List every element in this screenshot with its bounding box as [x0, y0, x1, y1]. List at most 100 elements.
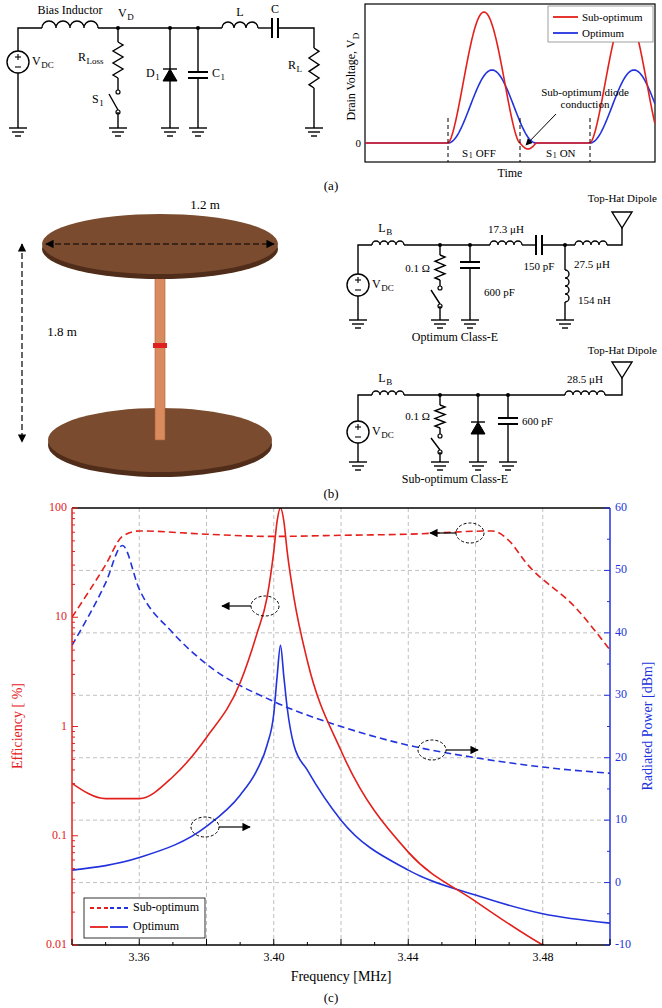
axis-tick	[604, 945, 610, 946]
curve-marker	[456, 523, 484, 543]
axis-tick	[72, 524, 75, 525]
wire	[469, 245, 470, 262]
ground-symbol	[355, 327, 361, 328]
drawing	[7, 4, 655, 978]
axis-tick	[72, 540, 75, 541]
inductor-symbol	[490, 241, 522, 245]
wire	[18, 28, 42, 51]
axis-tick	[72, 641, 75, 642]
wire	[564, 302, 565, 320]
wire	[117, 28, 118, 42]
axis-tick	[72, 617, 78, 618]
switch-boundary	[590, 118, 591, 162]
subscript: DC	[381, 284, 394, 294]
ground-symbol	[437, 469, 443, 470]
axis-pointer	[446, 749, 478, 750]
axis-tick	[607, 788, 610, 789]
wire	[564, 245, 565, 270]
axis-tick	[72, 743, 75, 744]
text-label: 100	[49, 501, 67, 514]
axis-tick	[72, 750, 75, 751]
ground-symbol	[434, 323, 446, 324]
wire	[522, 244, 536, 245]
ground-symbol	[431, 319, 449, 320]
text-label: R	[288, 59, 296, 72]
text-label: Sub-optimum diode conduction	[540, 86, 630, 110]
ground-symbol	[349, 461, 367, 462]
text-label: 600 pF	[484, 286, 515, 298]
antenna-symbol	[612, 362, 632, 378]
subscript: D	[127, 13, 134, 23]
wire	[197, 28, 198, 72]
text-label: 1.8 m	[47, 325, 77, 339]
ground-symbol	[308, 131, 320, 132]
legend-text: Optimum	[133, 920, 179, 933]
ground-symbol	[115, 135, 121, 136]
ground-symbol	[167, 135, 173, 136]
axis-tick	[607, 601, 610, 602]
ground-symbol	[355, 469, 361, 470]
text-label: 20	[615, 751, 627, 764]
text-label: 3.48	[533, 951, 554, 964]
switch-state: OFF	[476, 147, 496, 159]
axis-tick	[72, 802, 75, 803]
inductor-symbol	[565, 270, 569, 302]
axis-tick	[72, 783, 75, 784]
axis-tick	[172, 942, 173, 945]
wire	[169, 81, 170, 128]
feed-gap	[153, 343, 167, 348]
text-label: 40	[615, 626, 627, 639]
wire	[507, 424, 508, 462]
axis-tick	[607, 664, 610, 665]
ground-symbol	[109, 127, 127, 128]
axis-tick	[604, 695, 610, 696]
wire	[469, 268, 470, 320]
optimum-efficiency-curve	[72, 508, 610, 945]
ground-symbol	[499, 461, 517, 462]
ground-symbol	[349, 319, 367, 320]
text-label: 154 nH	[578, 294, 611, 306]
switch-boundary	[448, 118, 449, 162]
wire	[358, 395, 372, 421]
text-label: C	[212, 67, 220, 80]
text-label: (c)	[324, 991, 338, 1005]
switch-state: ON	[560, 147, 576, 159]
optimum-power-curve	[72, 645, 610, 923]
text-label: R	[78, 51, 86, 64]
text-label: 30	[615, 689, 627, 702]
ground-symbol	[472, 465, 484, 466]
axis-tick	[206, 939, 207, 945]
axis-tick	[307, 942, 308, 945]
axis-tick	[72, 508, 78, 509]
text-label: 0	[615, 876, 621, 889]
diode-symbol	[163, 69, 177, 81]
callout-arrow	[526, 114, 556, 145]
axis-tick	[105, 942, 106, 945]
axis-tick	[72, 835, 78, 836]
axis-tick	[72, 840, 75, 841]
legend-sample	[90, 907, 108, 909]
text-label: S	[92, 93, 99, 106]
plot-frame	[365, 4, 655, 162]
axis-tick	[72, 726, 78, 727]
axis-tick	[72, 584, 75, 585]
axis-tick	[576, 942, 577, 945]
dc-source-symbol	[17, 54, 18, 60]
wire	[313, 88, 314, 128]
ground-symbol	[192, 131, 204, 132]
text-label: 1.2 m	[190, 198, 220, 212]
text-label: Top-Hat Dipole	[588, 192, 657, 204]
wire	[357, 296, 358, 320]
dc-source-symbol	[355, 436, 361, 437]
subscript: 1	[221, 73, 226, 83]
text-label: 50	[615, 564, 627, 577]
axis-tick	[72, 532, 75, 533]
axis-tick	[542, 939, 543, 945]
axis-tick	[72, 769, 75, 770]
axis-tick	[441, 942, 442, 945]
plot-frame	[72, 507, 610, 509]
axis-tick	[72, 737, 75, 738]
ground-symbol	[12, 131, 24, 132]
axis-tick	[341, 939, 342, 945]
text-label: Frequency [MHz]	[291, 969, 392, 984]
